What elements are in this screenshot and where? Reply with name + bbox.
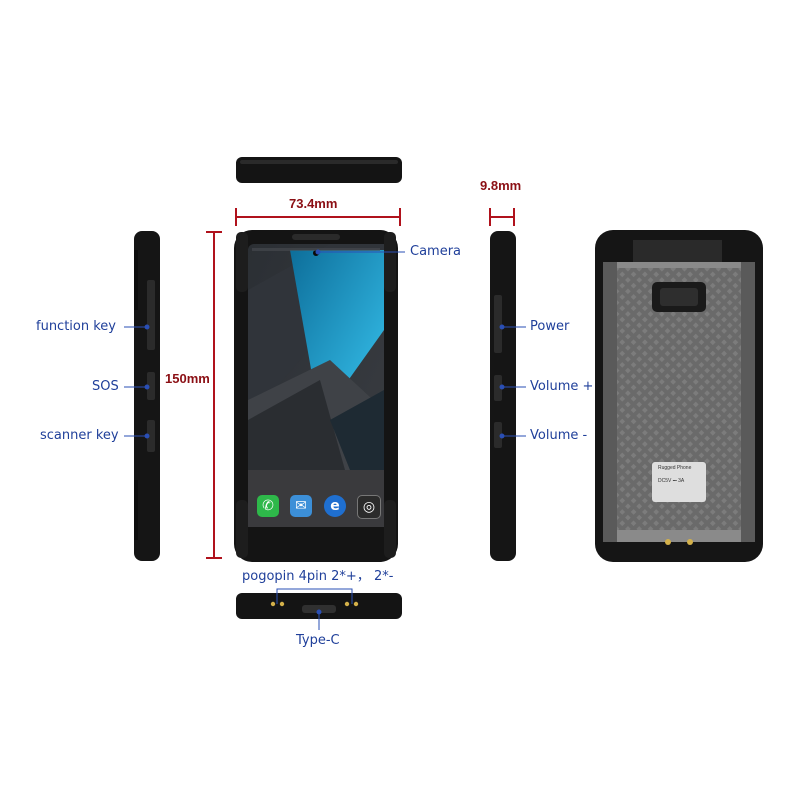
back-brand-text: Rugged Phone — [658, 465, 692, 471]
thickness-dimension: 9.8mm — [480, 178, 522, 193]
top-view — [236, 157, 402, 183]
type-c-port — [302, 605, 336, 613]
volume-down-label: Volume - — [530, 428, 588, 443]
back-rating-text: DC5V ⎓ 3A — [658, 478, 685, 484]
phone-app-icon[interactable]: ✆ — [257, 495, 279, 517]
back-panel-texture — [612, 268, 746, 530]
camera-label: Camera — [410, 244, 462, 259]
dimension-lines — [206, 208, 515, 559]
back-view — [595, 230, 763, 562]
right-side-view — [490, 231, 516, 561]
volume-up-label: Volume + — [530, 379, 594, 394]
spec-label — [652, 462, 706, 502]
left-side-view — [134, 231, 160, 561]
mail-app-icon[interactable]: ✉ — [290, 495, 312, 517]
pogopin-label: pogopin 4pin 2*+， 2*- — [242, 569, 394, 584]
function-key-label: function key — [36, 319, 116, 334]
scanner-key-label: scanner key — [40, 428, 119, 443]
sos-label: SOS — [92, 379, 119, 394]
front-view — [234, 230, 398, 562]
power-label: Power — [530, 319, 570, 334]
camera-app-icon[interactable]: ◎ — [357, 495, 381, 519]
callout-lines — [124, 249, 526, 630]
type-c-label: Type-C — [296, 633, 340, 648]
browser-app-icon[interactable]: e — [324, 495, 346, 517]
height-dimension: 150mm — [165, 371, 210, 386]
width-dimension: 73.4mm — [289, 196, 338, 211]
